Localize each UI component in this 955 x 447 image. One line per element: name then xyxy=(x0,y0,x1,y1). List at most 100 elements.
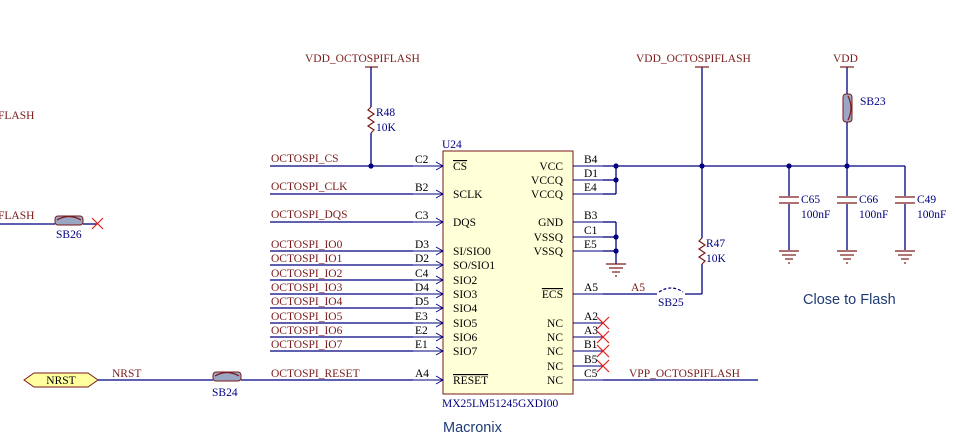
pin-name-sio7: SIO7 xyxy=(453,346,478,358)
pin-name-vssq-2: VSSQ xyxy=(534,246,564,258)
pin-name-nc-2: NC xyxy=(547,332,563,344)
ic-part: MX25LM51245GXDI00 xyxy=(442,398,559,410)
ic-ref: U24 xyxy=(442,139,462,151)
pin-name-nc-1: NC xyxy=(547,318,563,330)
pin-num-c2: C2 xyxy=(415,154,429,166)
pin-name-sio1: SO/SIO1 xyxy=(453,260,495,272)
ref-r48: R48 xyxy=(376,107,395,119)
pin-name-nc-3: NC xyxy=(547,346,563,358)
net-label-io0: OCTOSPI_IO0 xyxy=(271,239,343,251)
val-c65: 100nF xyxy=(801,209,830,221)
pin-name-vcc: VCC xyxy=(539,161,563,173)
pin-name-sio3: SIO3 xyxy=(453,289,478,301)
pin-num-e4: E4 xyxy=(584,182,597,194)
solder-bridge-sb23[interactable] xyxy=(842,93,853,123)
net-label-dqs: OCTOSPI_DQS xyxy=(271,209,347,221)
pin-num-b4: B4 xyxy=(584,154,598,166)
pin-name-gnd: GND xyxy=(538,217,563,229)
net-label-a5: A5 xyxy=(631,282,645,294)
pin-num-a3: A3 xyxy=(584,325,598,337)
pin-name-vssq-1: VSSQ xyxy=(534,232,564,244)
pin-num-a4: A4 xyxy=(415,368,429,380)
net-label-io1: OCTOSPI_IO1 xyxy=(271,253,343,265)
net-label-io5: OCTOSPI_IO5 xyxy=(271,311,343,323)
pin-num-e3: E3 xyxy=(415,311,428,323)
pin-num-b5: B5 xyxy=(584,354,598,366)
no-connect-icons xyxy=(596,316,610,373)
pin-num-d2: D2 xyxy=(415,253,429,265)
pin-name-sclk: SCLK xyxy=(453,189,483,201)
junction-vssq-1 xyxy=(613,234,619,240)
pin-name-cs: CS xyxy=(453,161,467,173)
ref-c66: C66 xyxy=(859,194,878,206)
pin-name-vccq-1: VCCQ xyxy=(531,175,564,187)
pin-num-d3: D3 xyxy=(415,239,429,251)
no-connect-sb26-icon xyxy=(91,217,104,230)
junction-vssq-2 xyxy=(613,248,619,254)
net-label-io3: OCTOSPI_IO3 xyxy=(271,282,343,294)
junction-vcc xyxy=(613,163,619,169)
power-rail-wires xyxy=(603,67,905,195)
val-c66: 100nF xyxy=(859,209,888,221)
capacitor-c65[interactable] xyxy=(779,166,799,264)
net-label-clk: OCTOSPI_CLK xyxy=(271,181,348,193)
pin-name-sio5: SIO5 xyxy=(453,318,478,330)
capacitor-c49[interactable] xyxy=(895,166,915,264)
val-r47: 10K xyxy=(706,253,727,265)
left-net-wires xyxy=(241,165,413,381)
pin-num-b3: B3 xyxy=(584,210,598,222)
solder-bridge-sb25[interactable] xyxy=(658,287,684,293)
net-label-flash-mid: FLASH xyxy=(0,210,34,222)
pin-num-c5: C5 xyxy=(584,368,598,380)
ref-sb23: SB23 xyxy=(860,96,886,108)
gnd-wires xyxy=(603,221,617,264)
pin-num-b1: B1 xyxy=(584,339,598,351)
pin-num-a5: A5 xyxy=(584,282,598,294)
val-c49: 100nF xyxy=(917,209,946,221)
junction-vccq xyxy=(613,177,619,183)
ref-r47: R47 xyxy=(706,238,725,250)
net-label-io7: OCTOSPI_IO7 xyxy=(271,339,343,351)
capacitor-c66[interactable] xyxy=(837,166,857,264)
pin-num-a2: A2 xyxy=(584,311,598,323)
ic-body[interactable] xyxy=(442,150,574,395)
pin-num-c1: C1 xyxy=(584,225,598,237)
net-label-vpp: VPP_OCTOSPIFLASH xyxy=(629,368,740,380)
ic-vendor: Macronix xyxy=(443,420,503,436)
resistor-r47-icon xyxy=(697,237,707,265)
net-label-nrst: NRST xyxy=(112,368,141,380)
ref-c49: C49 xyxy=(917,194,936,206)
pin-num-e1: E1 xyxy=(415,339,428,351)
pin-name-reset: RESET xyxy=(453,375,488,387)
pin-num-d5: D5 xyxy=(415,296,429,308)
net-label-vdd-octospi-right: VDD_OCTOSPIFLASH xyxy=(636,53,751,65)
nrst-port-label: NRST xyxy=(46,375,75,387)
pin-name-nc-5: NC xyxy=(547,375,563,387)
net-label-io2: OCTOSPI_IO2 xyxy=(271,268,343,280)
note-close-to-flash: Close to Flash xyxy=(803,292,896,308)
pin-num-c3: C3 xyxy=(415,210,429,222)
resistor-r48-icon xyxy=(366,106,376,134)
pin-num-d4: D4 xyxy=(415,282,429,294)
solder-bridge-sb26[interactable] xyxy=(54,215,84,226)
ref-c65: C65 xyxy=(801,194,820,206)
pin-name-sio0: SI/SIO0 xyxy=(453,246,491,258)
pin-name-ecs: ECS xyxy=(542,289,563,301)
val-r48: 10K xyxy=(376,122,397,134)
pin-num-c4: C4 xyxy=(415,268,429,280)
net-label-reset: OCTOSPI_RESET xyxy=(271,368,360,380)
pin-num-e5: E5 xyxy=(584,239,597,251)
pin-num-e2: E2 xyxy=(415,325,428,337)
ref-sb26: SB26 xyxy=(56,229,82,241)
pin-num-b2: B2 xyxy=(415,182,429,194)
ref-sb24: SB24 xyxy=(212,387,238,399)
net-label-vdd: VDD xyxy=(833,53,858,65)
pin-name-dqs: DQS xyxy=(453,217,476,229)
pin-name-vccq-2: VCCQ xyxy=(531,189,564,201)
pin-name-sio4: SIO4 xyxy=(453,303,478,315)
solder-bridge-sb24[interactable] xyxy=(212,371,242,382)
pin-num-d1: D1 xyxy=(584,168,598,180)
left-pin-stubs xyxy=(413,165,443,381)
net-label-cs: OCTOSPI_CS xyxy=(271,153,339,165)
